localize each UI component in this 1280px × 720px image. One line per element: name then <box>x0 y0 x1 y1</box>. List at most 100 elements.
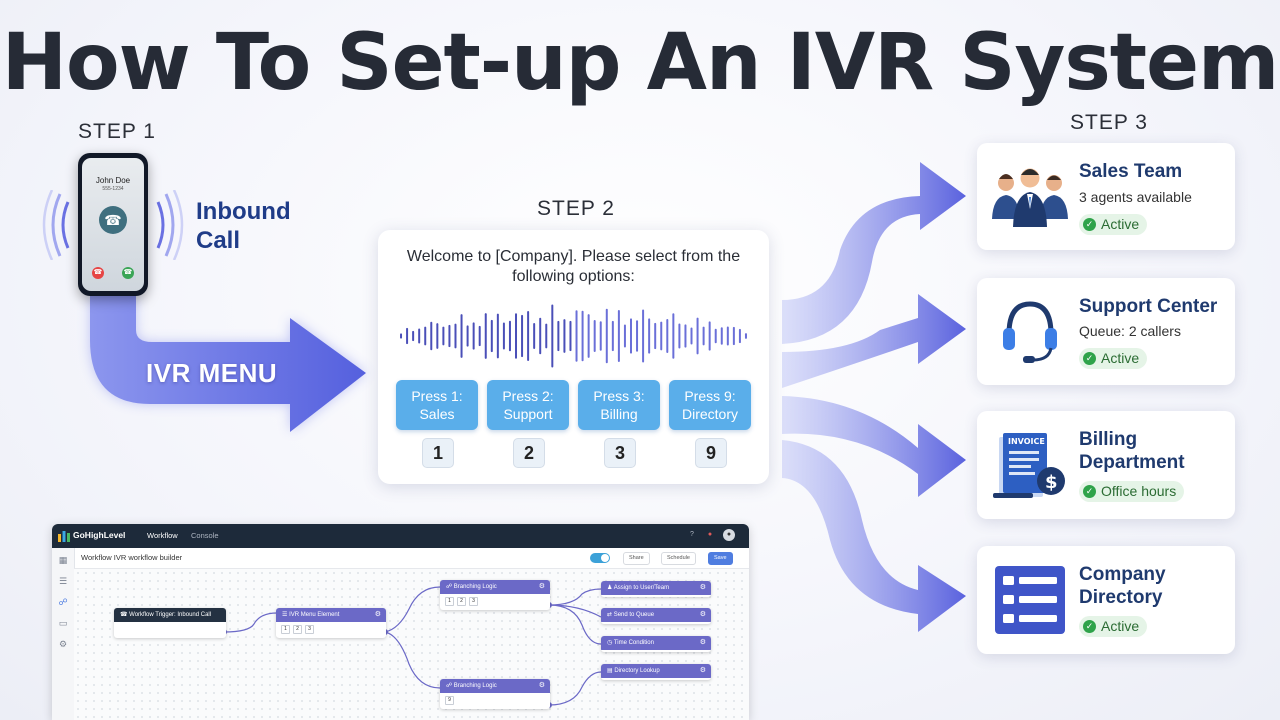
schedule-button-label: Schedule <box>667 555 690 561</box>
queue-icon: ⇄ <box>607 612 613 618</box>
builder-topbar: GoHighLevel Workflow Console ? ● ● <box>52 524 749 548</box>
grid-icon[interactable]: ▦ <box>58 555 68 565</box>
workflow-icon[interactable]: ☍ <box>58 597 68 607</box>
brand-name: GoHighLevel <box>73 530 126 540</box>
ivr-menu-node-label: IVR Menu Element <box>289 612 340 618</box>
branching-logic-node-top[interactable]: ☍ Branching Logic⚙ 1 2 3 <box>440 580 550 610</box>
flow-arrow-support <box>782 294 966 388</box>
branching-bottom-label: Branching Logic <box>453 683 497 689</box>
ivr-menu-arrow <box>90 296 366 432</box>
ivr-menu-node[interactable]: ☰ IVR Menu Element⚙ 1 2 3 <box>276 608 386 638</box>
gohighlevel-logo-icon <box>58 531 70 542</box>
sound-waves-right-icon <box>156 190 184 260</box>
press-2-support-button[interactable]: Press 2: Support <box>487 380 569 430</box>
billing-title-line1: Billing <box>1079 429 1138 450</box>
node-key: 1 <box>445 597 454 606</box>
page-title: How To Set-up An IVR System <box>1 18 1280 108</box>
queue-node-label: Send to Queue <box>613 612 655 618</box>
assign-user-node[interactable]: ♟ Assign to User/Team ⚙ <box>601 581 711 597</box>
check-icon: ✓ <box>1083 352 1096 365</box>
node-settings-icon[interactable]: ⚙ <box>538 682 545 689</box>
node-settings-icon[interactable]: ⚙ <box>538 583 545 590</box>
sales-team-status: Active <box>1101 216 1140 232</box>
tab-console[interactable]: Console <box>191 531 219 540</box>
clock-icon: ◷ <box>607 640 613 646</box>
inbound-call-line1: Inbound <box>196 198 291 225</box>
node-settings-icon[interactable]: ⚙ <box>699 611 706 618</box>
press-9-line2: Directory <box>681 406 738 422</box>
ivr-menu-label: IVR MENU <box>146 358 278 388</box>
headset-icon <box>1003 301 1057 363</box>
press-1-line2: Sales <box>419 406 455 422</box>
directory-node-label: Directory Lookup <box>614 668 660 674</box>
node-key: 3 <box>305 625 314 634</box>
trigger-node[interactable]: ☎ Workflow Trigger: Inbound Call <box>114 608 226 638</box>
phone-icon: ☎ <box>120 612 128 618</box>
flow-arrow-directory <box>782 440 966 632</box>
node-key: 2 <box>293 625 302 634</box>
time-node-label: Time Condition <box>613 640 654 646</box>
press-3-billing-button[interactable]: Press 3: Billing <box>578 380 660 430</box>
node-settings-icon[interactable]: ⚙ <box>699 667 706 674</box>
support-center-title: Support Center <box>1079 296 1218 317</box>
schedule-button[interactable]: Schedule <box>661 552 696 565</box>
ivr-prompt-text: Welcome to [Company]. Please select from… <box>406 248 741 285</box>
settings-gear-icon[interactable]: ⚙ <box>58 639 68 649</box>
press-1-line1: Press 1: <box>411 388 463 404</box>
builder-subbar: Workflow IVR workflow builder Share Sche… <box>74 548 749 569</box>
key-badge-2: 2 <box>513 438 545 468</box>
workflow-canvas[interactable]: ☎ Workflow Trigger: Inbound Call ☰ IVR M… <box>74 569 749 720</box>
user-icon: ♟ <box>607 585 613 591</box>
user-avatar[interactable]: ● <box>723 529 735 541</box>
step1-label: STEP 1 <box>78 120 156 143</box>
node-settings-icon[interactable]: ⚙ <box>699 639 706 646</box>
builder-sidebar: ▦ ☰ ☍ ▭ ⚙ <box>52 548 75 720</box>
press-3-line1: Press 3: <box>593 388 645 404</box>
node-settings-icon[interactable]: ⚙ <box>699 584 706 591</box>
check-icon: ✓ <box>1083 620 1096 633</box>
monitor-icon[interactable]: ▭ <box>58 618 68 628</box>
publish-toggle[interactable] <box>590 553 610 563</box>
tab-workflow[interactable]: Workflow <box>147 531 178 540</box>
phone-ringing-icon: ☎ <box>99 206 127 234</box>
press-2-line1: Press 2: <box>502 388 554 404</box>
sales-team-card[interactable]: Sales Team 3 agents available ✓ Active <box>977 143 1235 250</box>
workflow-title: Workflow IVR workflow builder <box>81 553 183 562</box>
company-directory-card[interactable]: Company Directory ✓ Active <box>977 546 1235 654</box>
check-icon: ✓ <box>1083 218 1096 231</box>
flow-arrow-billing <box>782 396 966 497</box>
billing-status-badge: ✓ Office hours <box>1079 481 1185 502</box>
caller-number: 555-1234 <box>102 186 124 192</box>
ivr-prompt-card: Welcome to [Company]. Please select from… <box>378 230 769 484</box>
directory-status-badge: ✓ Active <box>1079 616 1148 637</box>
accept-call-button[interactable]: ☎ <box>122 267 134 279</box>
support-center-status: Active <box>1101 350 1140 366</box>
branching-logic-node-bottom[interactable]: ☍ Branching Logic⚙ 9 <box>440 679 550 709</box>
team-icon <box>992 168 1068 227</box>
invoice-icon-text: INVOICE <box>1008 437 1045 446</box>
decline-call-button[interactable]: ☎ <box>92 267 104 279</box>
share-button[interactable]: Share <box>623 552 650 565</box>
send-to-queue-node[interactable]: ⇄ Send to Queue ⚙ <box>601 608 711 624</box>
save-button[interactable]: Save <box>708 552 733 565</box>
press-9-directory-button[interactable]: Press 9:Directory <box>669 380 751 430</box>
help-icon[interactable]: ? <box>690 531 694 538</box>
time-condition-node[interactable]: ◷ Time Condition ⚙ <box>601 636 711 652</box>
directory-title-line1: Company <box>1079 564 1166 585</box>
inbound-call-line2: Call <box>196 227 241 254</box>
audio-waveform-icon <box>400 304 747 368</box>
support-center-status-badge: ✓ Active <box>1079 348 1148 369</box>
billing-department-card[interactable]: INVOICE $ Billing Department ✓ Office ho… <box>977 411 1235 519</box>
assign-node-label: Assign to User/Team <box>613 585 670 591</box>
branch-icon: ☍ <box>446 683 453 689</box>
node-settings-icon[interactable]: ⚙ <box>374 611 381 618</box>
layers-icon[interactable]: ☰ <box>58 576 68 586</box>
inbound-call-label: Inbound Call <box>196 197 291 255</box>
press-1-sales-button[interactable]: Press 1: Sales <box>396 380 478 430</box>
notification-bell-icon[interactable]: ● <box>707 531 713 538</box>
press-3-line2: Billing <box>600 406 638 422</box>
press-2-line2: Support <box>503 406 553 422</box>
svg-text:$: $ <box>1045 472 1058 493</box>
directory-lookup-node[interactable]: ▤ Directory Lookup⚙ <box>601 664 711 680</box>
support-center-card[interactable]: Support Center Queue: 2 callers ✓ Active <box>977 278 1235 385</box>
